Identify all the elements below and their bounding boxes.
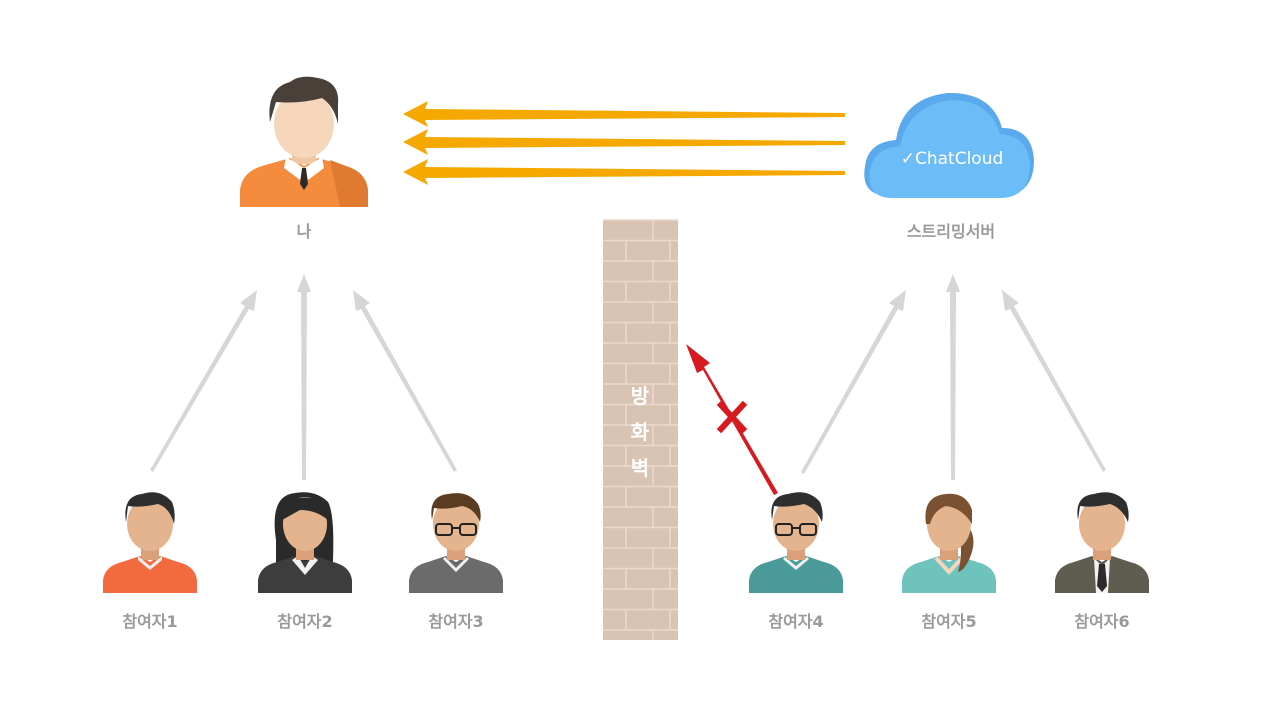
arrow-p4-to-server bbox=[801, 290, 906, 474]
participant-3-avatar bbox=[409, 493, 503, 593]
participant-5-avatar bbox=[902, 493, 996, 593]
upload-arrows-right bbox=[801, 274, 1106, 480]
server-label: 스트리밍서버 bbox=[907, 222, 995, 241]
participant-4-avatar bbox=[749, 492, 843, 593]
participant-3-label: 참여자3 bbox=[428, 612, 483, 631]
arrow-p5-to-server bbox=[946, 274, 960, 480]
participant-2-avatar bbox=[258, 492, 352, 593]
firewall-char-2: 화 bbox=[631, 420, 650, 444]
participant-5-label: 참여자5 bbox=[921, 612, 976, 631]
firewall-wall: 방 화 벽 bbox=[603, 219, 678, 640]
cloud-server-icon: ✓ChatCloud bbox=[864, 92, 1034, 198]
arrow-p6-to-server bbox=[1002, 290, 1106, 472]
participant-2-label: 참여자2 bbox=[277, 612, 332, 631]
participant-6-label: 참여자6 bbox=[1074, 612, 1129, 631]
firewall-char-3: 벽 bbox=[631, 456, 649, 480]
participant-1-label: 참여자1 bbox=[122, 612, 177, 631]
stream-arrow-1 bbox=[403, 101, 845, 127]
arrow-p3-to-me bbox=[353, 290, 457, 472]
participant-1-avatar bbox=[103, 492, 197, 593]
participant-6-avatar bbox=[1055, 492, 1149, 593]
arrow-p2-to-me bbox=[297, 274, 311, 480]
participant-4-label: 참여자4 bbox=[768, 612, 823, 631]
stream-arrow-3 bbox=[403, 159, 845, 185]
arrow-p1-to-me bbox=[150, 290, 257, 472]
stream-arrows bbox=[403, 101, 845, 185]
upload-arrows-left bbox=[150, 274, 457, 480]
blocked-x-icon bbox=[716, 400, 748, 434]
me-label: 나 bbox=[297, 222, 312, 241]
me-avatar bbox=[240, 76, 368, 207]
blocked-arrow bbox=[686, 344, 778, 495]
firewall-char-1: 방 bbox=[631, 384, 650, 408]
cloud-logo-text: ✓ChatCloud bbox=[901, 149, 1004, 169]
stream-arrow-2 bbox=[403, 129, 845, 155]
